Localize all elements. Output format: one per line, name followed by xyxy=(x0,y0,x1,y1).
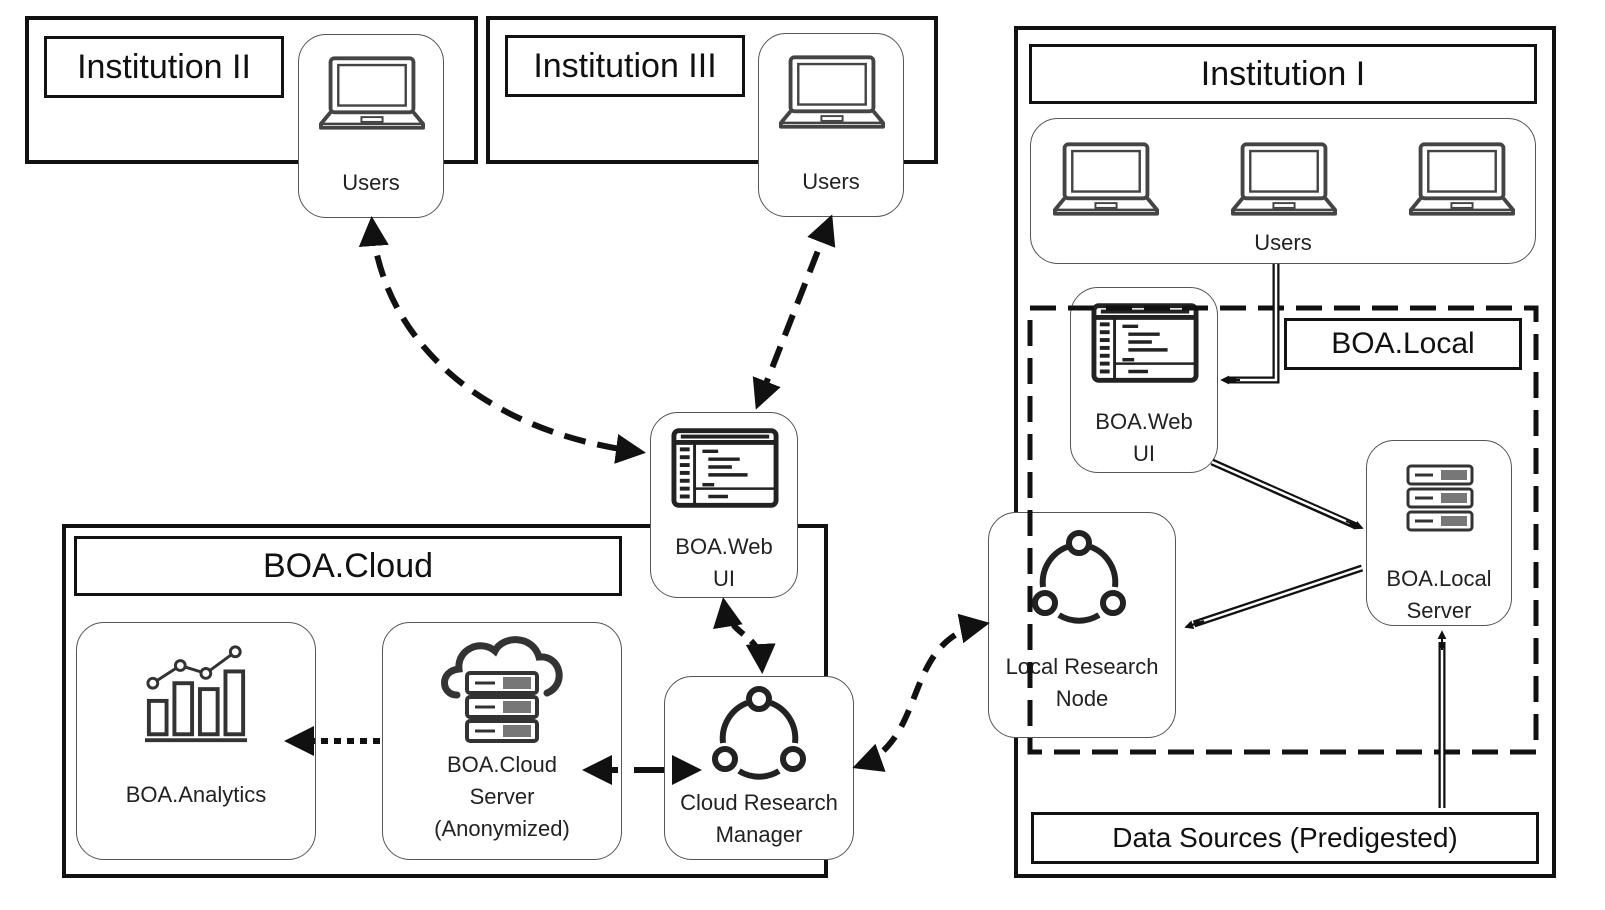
institution-1-users-node[interactable]: Users xyxy=(1030,118,1536,264)
institution-3-users-node[interactable]: Users xyxy=(758,33,904,217)
cloud-web-ui-node[interactable]: BOA.Web UI xyxy=(650,412,798,598)
users-label: Users xyxy=(802,169,860,194)
data-sources-box: Data Sources (Predigested) xyxy=(1031,812,1539,864)
network-cycle-icon xyxy=(709,685,809,785)
institution-3-title: Institution III xyxy=(505,35,745,97)
laptop-icon xyxy=(1231,139,1337,219)
local-web-ui-label: BOA.Web UI xyxy=(1095,409,1193,466)
institution-3-frame xyxy=(486,16,938,164)
browser-window-icon xyxy=(1091,302,1199,384)
institution-2-users-node[interactable]: Users xyxy=(298,34,444,218)
laptop-icon xyxy=(1053,139,1159,219)
network-cycle-icon xyxy=(1029,529,1129,629)
local-research-node-label: Local Research Node xyxy=(1005,654,1159,711)
manager-localnode-link xyxy=(852,613,990,772)
institution-2-title: Institution II xyxy=(44,36,284,98)
users2-webui-link xyxy=(358,216,646,464)
laptop-icon xyxy=(1409,139,1515,219)
cloud-research-manager-node[interactable]: Cloud Research Manager xyxy=(664,676,854,860)
cloud-web-ui-label: BOA.Web UI xyxy=(675,534,773,591)
local-server-label: BOA.Local Server xyxy=(1386,566,1492,623)
institution-1-frame xyxy=(1014,26,1556,878)
server-rack-icon xyxy=(1405,463,1475,533)
laptop-icon xyxy=(319,53,425,133)
cloud-server-icon xyxy=(437,633,567,748)
users-label: Users xyxy=(1254,230,1312,255)
boa-cloud-title: BOA.Cloud xyxy=(74,536,622,596)
analytics-label: BOA.Analytics xyxy=(125,782,267,807)
bar-line-chart-icon xyxy=(143,645,251,745)
users3-webui-link xyxy=(752,214,836,410)
cloud-research-manager-label: Cloud Research Manager xyxy=(680,790,838,847)
laptop-icon xyxy=(779,52,885,132)
boa-local-title: BOA.Local xyxy=(1284,318,1522,370)
browser-window-icon xyxy=(671,427,779,509)
local-server-node[interactable]: BOA.Local Server xyxy=(1366,440,1512,626)
institution-2-frame xyxy=(25,16,478,164)
institution-1-title: Institution I xyxy=(1029,44,1537,104)
users-label: Users xyxy=(342,170,400,195)
cloud-server-node[interactable]: BOA.Cloud Server (Anonymized) xyxy=(382,622,622,860)
analytics-node[interactable]: BOA.Analytics xyxy=(76,622,316,860)
cloud-server-label: BOA.Cloud Server (Anonymized) xyxy=(434,752,570,841)
local-web-ui-node[interactable]: BOA.Web UI xyxy=(1070,287,1218,473)
local-research-node[interactable]: Local Research Node xyxy=(988,512,1176,738)
